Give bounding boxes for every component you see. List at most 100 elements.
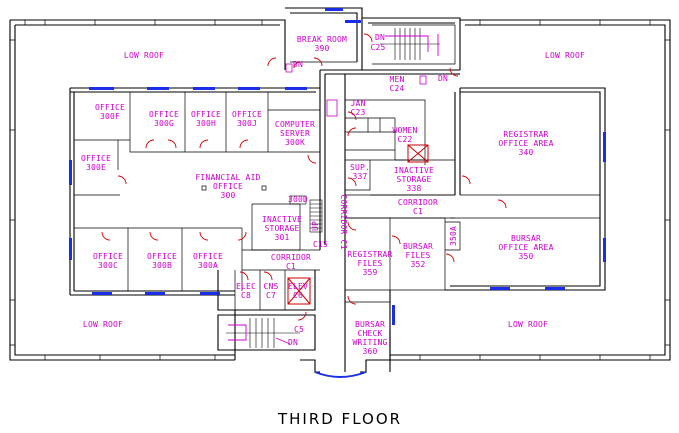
stair-c25-dn-label-line-1: DN	[375, 33, 385, 42]
office-300e-label-line-2: 300E	[86, 163, 106, 172]
bursar-files-label-line-3: 352	[410, 260, 425, 269]
inactive-storage-301-label-line-2: STORAGE	[264, 224, 299, 233]
east-office-block	[445, 73, 606, 291]
office-300j-label-line-2: 300J	[237, 119, 257, 128]
bursar-350-label-line-2: OFFICE AREA	[498, 243, 553, 252]
women-c22-label-line-1: WOMEN	[392, 126, 417, 135]
cns-c7-label-line-2: C7	[266, 291, 276, 300]
inactive-storage-301-label-line-1: INACTIVE	[262, 215, 302, 224]
low-roof-nw-label: LOW ROOF	[124, 51, 164, 60]
cns-c7-label-line-1: CNS	[263, 282, 278, 291]
office-300g-label-line-2: 300G	[154, 119, 174, 128]
office-300c-label-line-1: OFFICE	[93, 252, 123, 261]
office-300b-label-line-1: OFFICE	[147, 252, 177, 261]
room-labels: LOW ROOF LOW ROOF LOW ROOF LOW ROOF BREA…	[81, 33, 585, 356]
corridor-c1-west-label-line-2: C1	[286, 262, 296, 271]
registrar-340-label-line-2: OFFICE AREA	[498, 139, 553, 148]
low-roof-nw-label-line-1: LOW ROOF	[124, 51, 164, 60]
elev-c6-label-line-2: C6	[293, 291, 303, 300]
financial-aid-label-line-3: 300	[220, 191, 235, 200]
registrar-files-label-line-1: REGISTRAR	[347, 250, 392, 259]
dn-top-right-label: DN	[438, 74, 448, 83]
office-300f-label-line-1: OFFICE	[95, 103, 125, 112]
office-300f-label-line-2: 300F	[100, 112, 120, 121]
financial-aid-label-line-2: OFFICE	[213, 182, 243, 191]
financial-aid-label-line-1: FINANCIAL AID	[195, 173, 260, 182]
low-roof-se-label-line-1: LOW ROOF	[508, 320, 548, 329]
corridor-c1-east-label-line-2: C1	[413, 207, 423, 216]
elec-c8-label-line-1: ELEC	[236, 282, 256, 291]
office-300e-label-line-1: OFFICE	[81, 154, 111, 163]
office-300a-label-line-2: 300A	[198, 261, 218, 270]
office-300a-label-line-1: OFFICE	[193, 252, 223, 261]
stair-c5-label: C5	[294, 325, 304, 334]
room-300d-label: 300D	[288, 195, 308, 204]
low-roof-ne-label-line-1: LOW ROOF	[545, 51, 585, 60]
room-350a-label: 350A	[449, 226, 458, 246]
low-roof-ne-label: LOW ROOF	[545, 51, 585, 60]
annotation-marks	[285, 63, 427, 117]
corridor-c1-east-label-line-1: CORRIDOR	[398, 198, 438, 207]
low-roof-se-label: LOW ROOF	[508, 320, 548, 329]
bursar-files-label-line-2: FILES	[405, 251, 430, 260]
central-core	[290, 61, 460, 378]
stair-c5-dn-label: DN	[288, 338, 298, 347]
inactive-storage-338-label-line-1: INACTIVE	[394, 166, 434, 175]
stair-c25-dn-label: DN	[375, 33, 385, 42]
jan-c23-label-line-2: C23	[350, 108, 365, 117]
bursar-check-label-line-1: BURSAR	[355, 320, 385, 329]
break-room-label-line-1: BREAK ROOM	[297, 35, 347, 44]
bursar-files-label-line-1: BURSAR	[403, 242, 433, 251]
c15-label: C15	[313, 240, 328, 249]
bursar-check-label-line-3: WRITING	[352, 338, 387, 347]
break-room-label-line-2: 390	[314, 44, 329, 53]
office-300b-label-line-2: 300B	[152, 261, 172, 270]
men-c24-label-line-2: C24	[389, 84, 404, 93]
low-roof-sw-label: LOW ROOF	[83, 320, 123, 329]
bursar-350-label-line-3: 350	[518, 252, 533, 261]
inactive-storage-301-label-line-3: 301	[274, 233, 289, 242]
exterior-walls	[9, 7, 671, 373]
corridor-c1-vertical-label: CORRIDOR C1	[339, 194, 348, 249]
doors	[101, 33, 507, 321]
jan-c23-label-line-1: JAN	[350, 99, 365, 108]
computer-server-label-line-3: 300K	[285, 138, 305, 147]
registrar-files-label-line-3: 359	[362, 268, 377, 277]
registrar-340-label-line-1: REGISTRAR	[503, 130, 548, 139]
dn-top-right-label-line-1: DN	[438, 74, 448, 83]
registrar-340-label-line-3: 340	[518, 148, 533, 157]
north-stair-c25	[372, 24, 456, 65]
low-roof-sw-label-line-1: LOW ROOF	[83, 320, 123, 329]
elev-c6-label-line-1: ELEV	[288, 282, 308, 291]
office-300c-label-line-2: 300C	[98, 261, 118, 270]
stair-c5-label-line-1: C5	[294, 325, 304, 334]
south-core	[217, 270, 316, 351]
up-label: UP	[311, 221, 320, 231]
sup-337-label: SUP.337	[350, 163, 370, 181]
men-c24-label-line-1: MEN	[389, 75, 404, 84]
sup-337-label-line-2: 337	[352, 172, 367, 181]
office-300h-label-line-1: OFFICE	[191, 110, 221, 119]
room-300d-label-line-1: 300D	[288, 195, 308, 204]
dn-top-left-label-line-1: DN	[293, 60, 303, 69]
